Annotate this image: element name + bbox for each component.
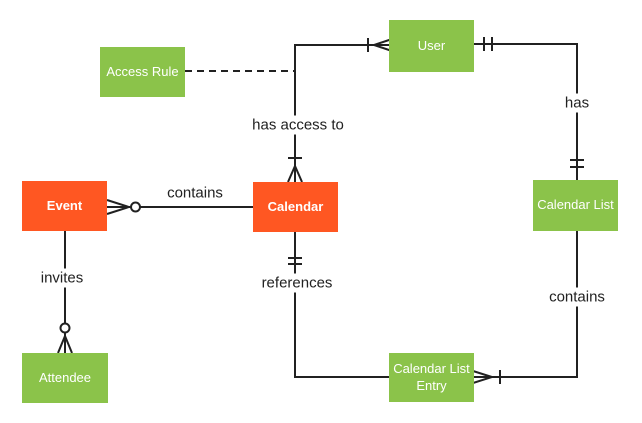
entity-calendar-list: Calendar List	[533, 180, 618, 231]
connector-has-access-to	[287, 38, 393, 183]
crows-foot-many-icon	[472, 370, 496, 384]
crows-foot-many-icon	[287, 163, 303, 183]
connector-contains-events	[106, 199, 253, 215]
cardinality-zero-circle-icon	[130, 201, 141, 213]
relationship-label-contains-entries: contains	[545, 287, 609, 307]
crows-foot-many-icon	[370, 38, 393, 52]
connector-contains-entries	[472, 231, 578, 384]
relationship-label-contains-events: contains	[163, 183, 227, 203]
entity-calendar: Calendar	[253, 182, 338, 232]
entity-user: User	[389, 20, 474, 72]
relationship-label-has-access-to: has access to	[248, 115, 348, 135]
entity-user-label: User	[417, 37, 446, 53]
relationship-label-invites: invites	[36, 268, 88, 288]
entity-calendar-list-entry-label: Calendar List Entry	[393, 361, 470, 393]
entity-event: Event	[22, 181, 107, 231]
entity-attendee-label: Attendee	[38, 369, 92, 385]
connector-invites	[57, 231, 73, 354]
entity-calendar-list-label: Calendar List	[537, 197, 614, 213]
entity-attendee: Attendee	[22, 353, 108, 403]
connector-has	[474, 37, 584, 180]
connector-references	[288, 232, 389, 378]
entity-event-label: Event	[46, 197, 83, 213]
entity-calendar-label: Calendar	[267, 198, 324, 214]
relationship-label-has: has	[560, 93, 594, 113]
crows-foot-many-icon	[57, 333, 73, 354]
entity-access-rule-label: Access Rule	[106, 63, 179, 79]
entity-access-rule: Access Rule	[100, 47, 185, 97]
cardinality-zero-circle-icon	[59, 322, 71, 334]
relationship-label-references: references	[257, 273, 337, 293]
entity-calendar-list-entry: Calendar List Entry	[389, 353, 474, 402]
